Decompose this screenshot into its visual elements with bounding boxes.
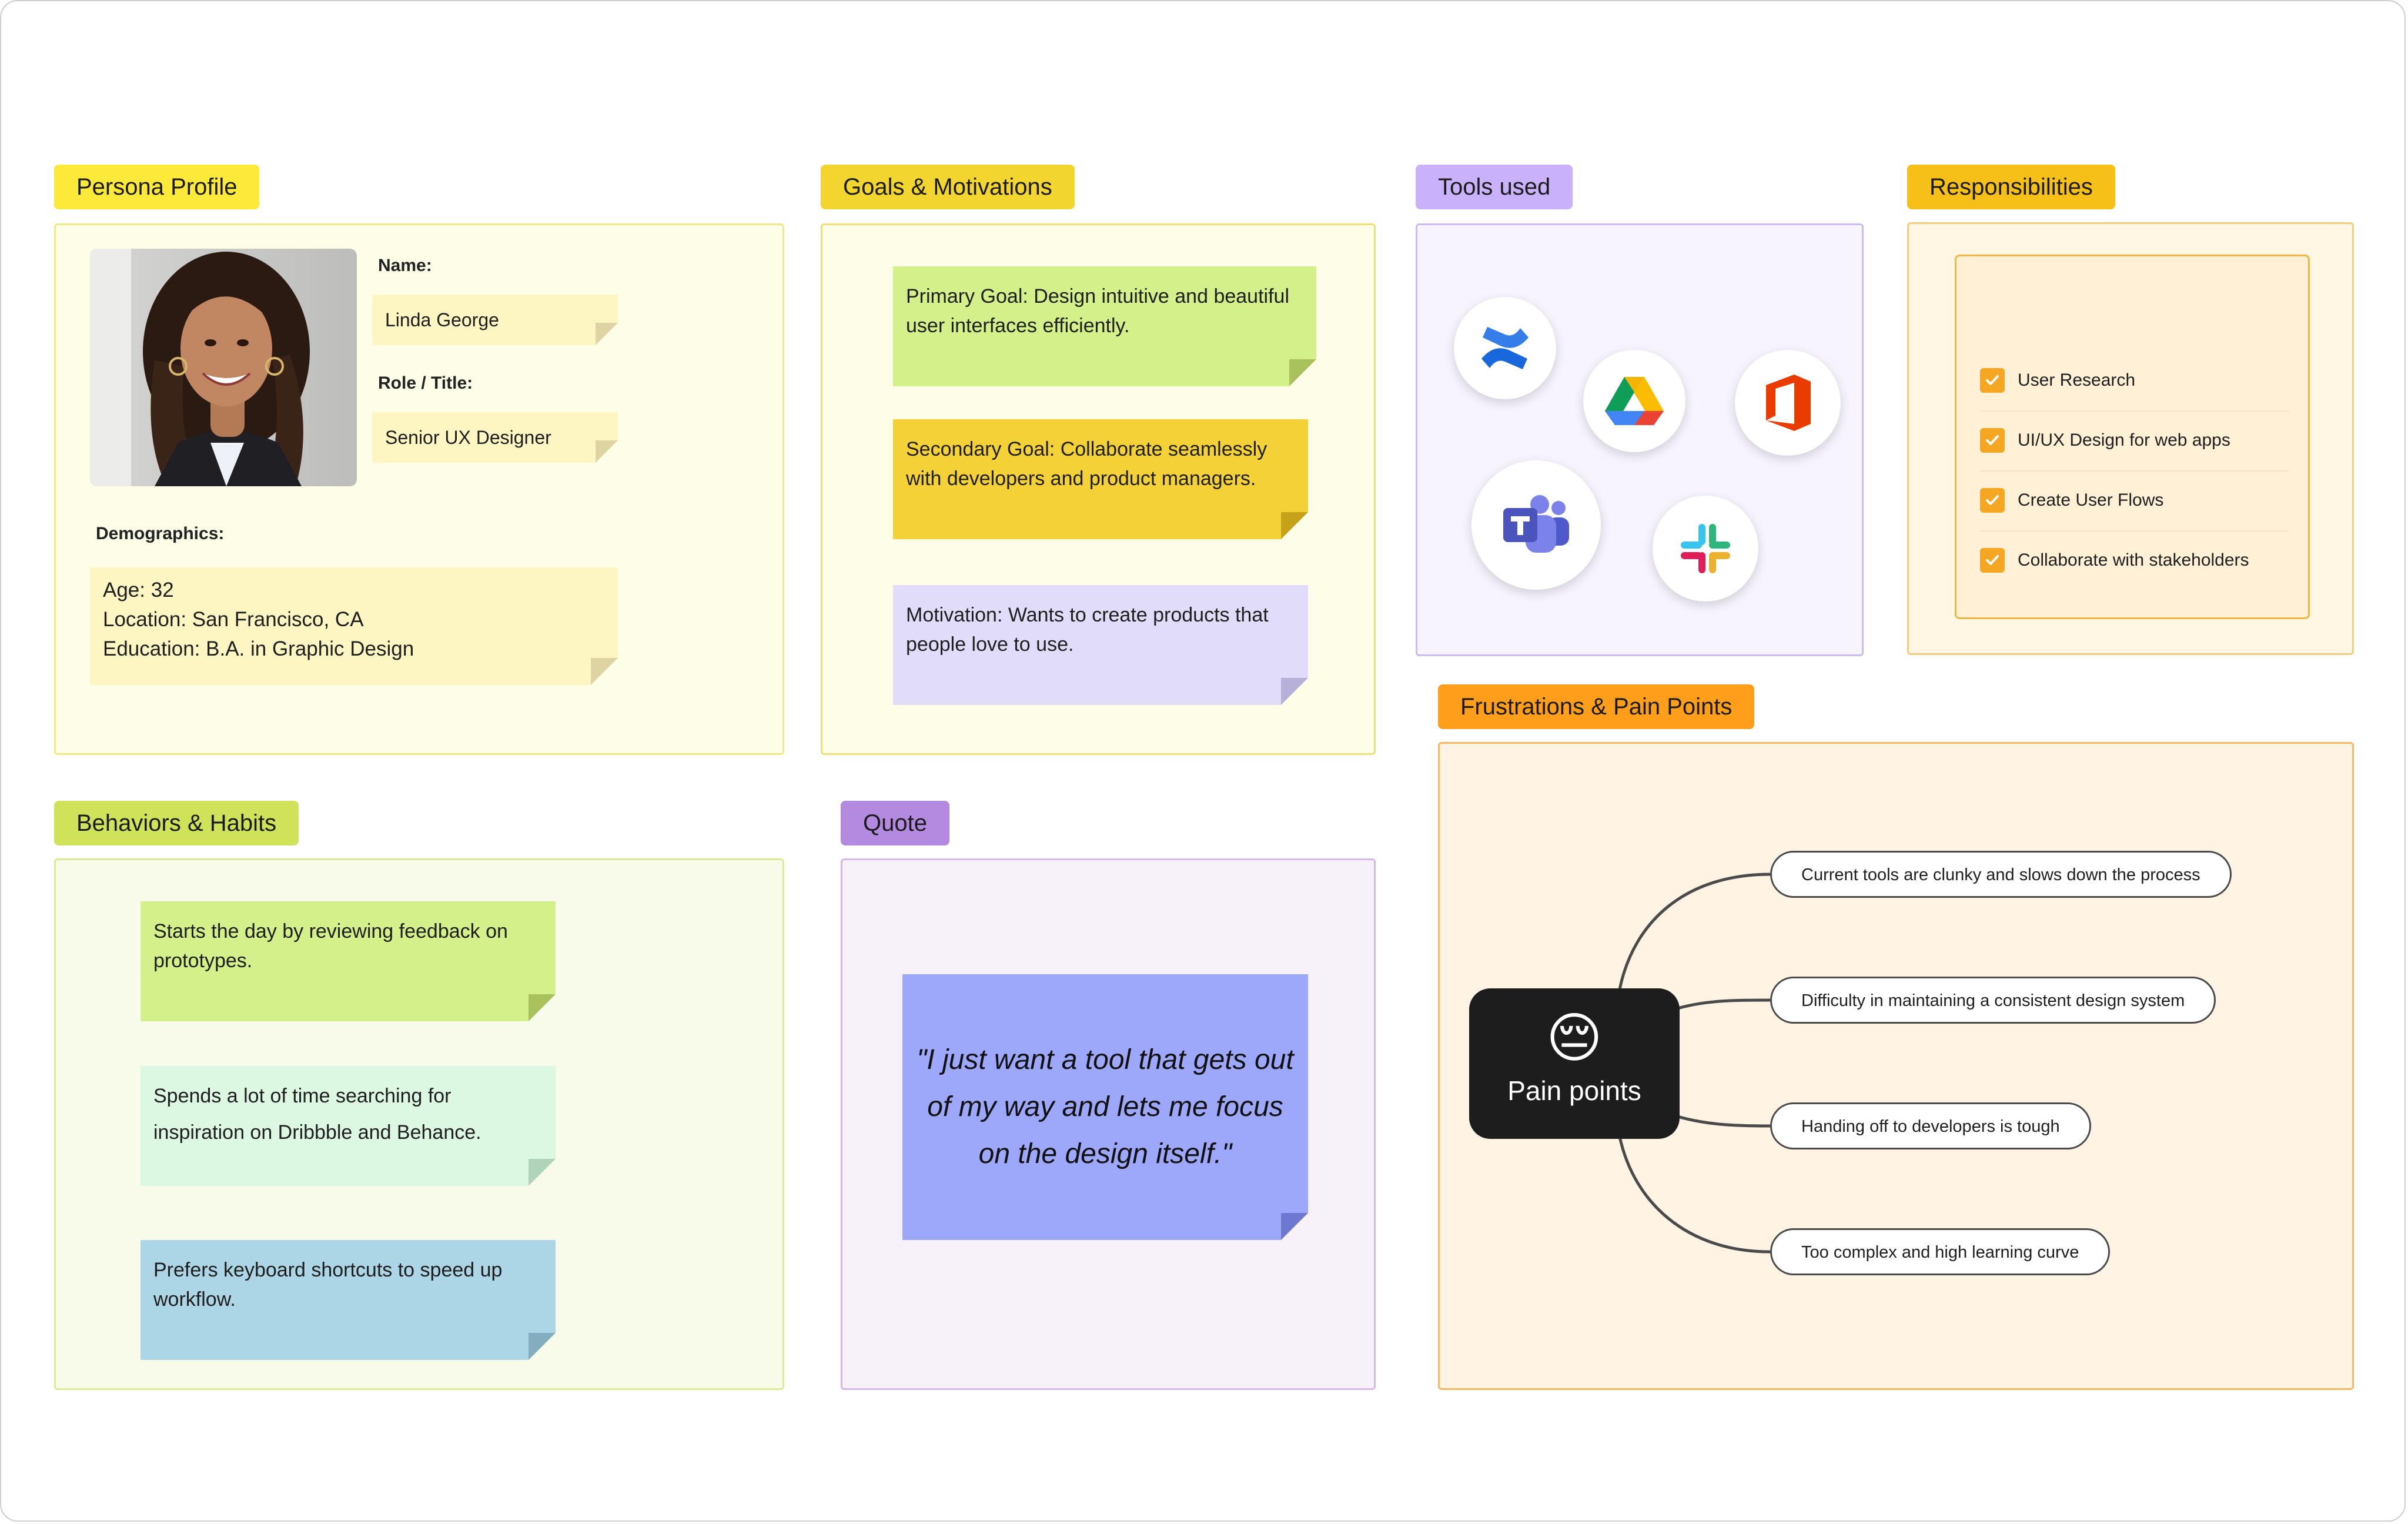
pain-point-text: Too complex and high learning curve — [1801, 1243, 2079, 1262]
quote-label[interactable]: Quote — [841, 801, 949, 845]
checkbox-checked-icon[interactable] — [1980, 548, 2005, 573]
sticky-fold — [529, 1333, 556, 1360]
pain-point-text: Difficulty in maintaining a consistent d… — [1801, 991, 2185, 1010]
demographics-label: Demographics: — [96, 524, 225, 543]
pain-point-node[interactable]: Too complex and high learning curve — [1770, 1228, 2111, 1275]
sticky-fold — [1289, 359, 1316, 386]
role-label: Role / Title: — [378, 373, 473, 393]
name-label: Name: — [378, 256, 432, 275]
behaviors-label[interactable]: Behaviors & Habits — [54, 801, 299, 845]
quote-text: "I just want a tool that gets out of my … — [917, 1044, 1294, 1169]
quote-note[interactable]: "I just want a tool that gets out of my … — [902, 974, 1308, 1240]
pain-point-node[interactable]: Current tools are clunky and slows down … — [1770, 851, 2232, 898]
behavior-note[interactable]: Spends a lot of time searching for inspi… — [141, 1066, 556, 1186]
goals-label[interactable]: Goals & Motivations — [821, 165, 1075, 209]
primary-goal-note[interactable]: Primary Goal: Design intuitive and beaut… — [893, 266, 1316, 386]
pain-point-text: Handing off to developers is tough — [1801, 1117, 2060, 1136]
demographics-age: Age: 32 — [103, 579, 174, 601]
frustrations-label[interactable]: Frustrations & Pain Points — [1438, 684, 1755, 729]
checkbox-checked-icon[interactable] — [1980, 428, 2005, 453]
secondary-goal-note[interactable]: Secondary Goal: Collaborate seamlessly w… — [893, 419, 1308, 539]
microsoft-office-icon[interactable] — [1735, 350, 1841, 456]
persona-profile-section[interactable]: Name: Linda George Role / Title: Senior … — [54, 223, 784, 755]
responsibility-item[interactable]: User Research — [1980, 350, 2289, 412]
motivation-text: Motivation: Wants to create products tha… — [906, 604, 1269, 656]
name-field[interactable]: Linda George — [372, 295, 618, 345]
google-drive-icon[interactable] — [1583, 350, 1685, 452]
frustrations-section[interactable]: 😔 Pain points Current tools are clunky a… — [1438, 742, 2354, 1390]
responsibility-text: UI/UX Design for web apps — [2018, 430, 2230, 450]
slack-icon[interactable] — [1653, 496, 1758, 601]
pain-point-text: Current tools are clunky and slows down … — [1801, 865, 2200, 884]
responsibility-item[interactable]: UI/UX Design for web apps — [1980, 410, 2289, 472]
behavior-text: Prefers keyboard shortcuts to speed up w… — [153, 1259, 503, 1311]
sticky-fold — [529, 1159, 556, 1186]
pain-point-node[interactable]: Difficulty in maintaining a consistent d… — [1770, 977, 2216, 1024]
behavior-text: Starts the day by reviewing feedback on … — [153, 920, 508, 972]
responsibility-text: User Research — [2018, 370, 2136, 390]
sticky-fold — [1281, 512, 1308, 539]
pain-point-node[interactable]: Handing off to developers is tough — [1770, 1102, 2091, 1149]
sticky-fold — [529, 994, 556, 1021]
tools-label[interactable]: Tools used — [1416, 165, 1573, 209]
mindmap-connectors — [1618, 873, 1771, 1254]
sad-face-icon: 😔 — [1546, 1008, 1603, 1068]
tools-section[interactable] — [1416, 223, 1864, 656]
demographics-education: Education: B.A. in Graphic Design — [103, 637, 414, 660]
sticky-fold — [1281, 678, 1308, 705]
name-value: Linda George — [385, 309, 499, 330]
responsibility-item[interactable]: Collaborate with stakeholders — [1980, 530, 2289, 590]
checkbox-checked-icon[interactable] — [1980, 368, 2005, 393]
microsoft-teams-icon[interactable] — [1471, 460, 1601, 590]
behavior-note[interactable]: Prefers keyboard shortcuts to speed up w… — [141, 1240, 556, 1360]
demographics-note[interactable]: Age: 32 Location: San Francisco, CA Educ… — [90, 567, 618, 685]
responsibility-item[interactable]: Create User Flows — [1980, 470, 2289, 532]
confluence-icon[interactable] — [1454, 297, 1556, 399]
pain-points-center-node[interactable]: 😔 Pain points — [1469, 988, 1680, 1139]
primary-goal-text: Primary Goal: Design intuitive and beaut… — [906, 285, 1289, 337]
quote-section[interactable]: "I just want a tool that gets out of my … — [841, 858, 1376, 1390]
sticky-fold — [596, 323, 618, 345]
responsibilities-label[interactable]: Responsibilities — [1907, 165, 2115, 209]
sticky-fold — [591, 658, 618, 685]
motivation-note[interactable]: Motivation: Wants to create products tha… — [893, 585, 1308, 705]
behavior-text: Spends a lot of time searching for inspi… — [153, 1085, 481, 1144]
sticky-fold — [596, 440, 618, 463]
responsibility-text: Create User Flows — [2018, 490, 2164, 510]
behavior-note[interactable]: Starts the day by reviewing feedback on … — [141, 901, 556, 1021]
checkbox-checked-icon[interactable] — [1980, 488, 2005, 513]
demographics-location: Location: San Francisco, CA — [103, 608, 364, 631]
role-value: Senior UX Designer — [385, 427, 551, 448]
sticky-fold — [1281, 1213, 1308, 1240]
role-field[interactable]: Senior UX Designer — [372, 412, 618, 463]
persona-profile-label[interactable]: Persona Profile — [54, 165, 260, 209]
goals-section[interactable]: Primary Goal: Design intuitive and beaut… — [821, 223, 1376, 755]
responsibilities-card: User Research UI/UX Design for web apps … — [1955, 255, 2310, 619]
persona-photo — [90, 249, 357, 486]
responsibilities-section[interactable]: User Research UI/UX Design for web apps … — [1907, 222, 2354, 655]
secondary-goal-text: Secondary Goal: Collaborate seamlessly w… — [906, 438, 1267, 490]
woman-portrait-icon — [90, 249, 357, 486]
behaviors-section[interactable]: Starts the day by reviewing feedback on … — [54, 858, 784, 1390]
responsibility-text: Collaborate with stakeholders — [2018, 550, 2249, 570]
pain-points-center-label: Pain points — [1507, 1075, 1641, 1106]
